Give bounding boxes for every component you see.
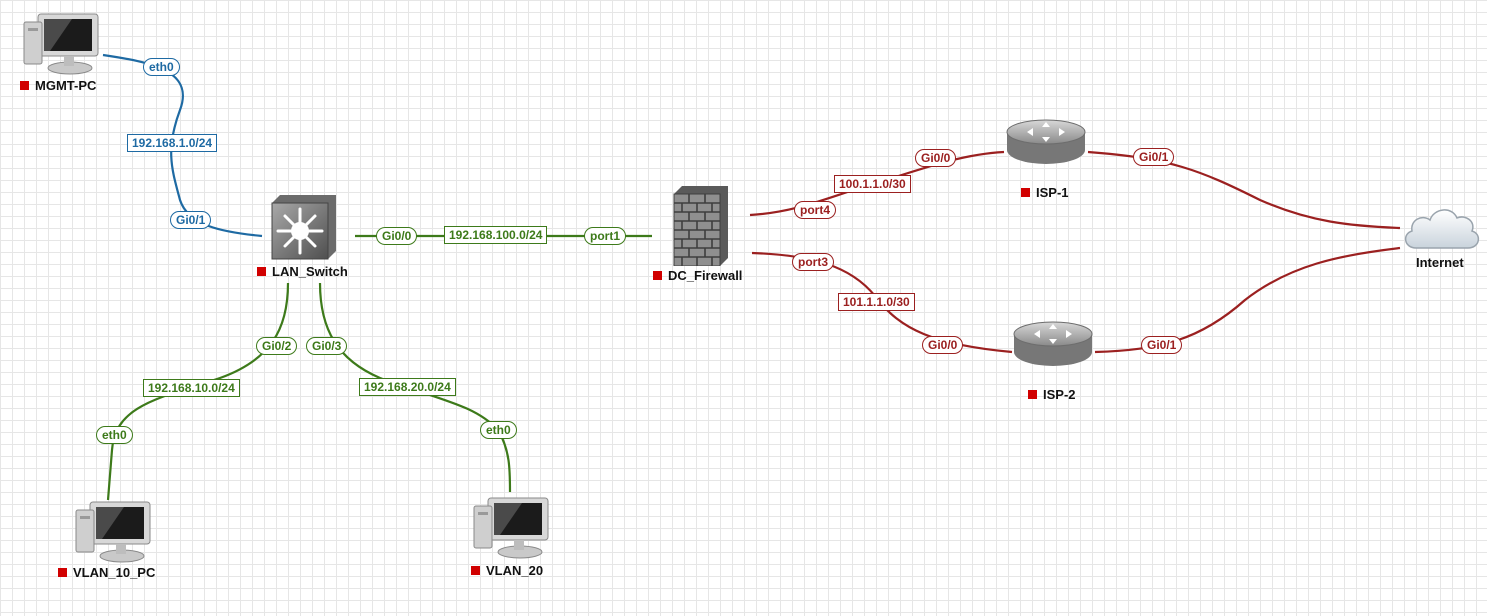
node-name: MGMT-PC [35, 78, 97, 93]
node-name: ISP-1 [1036, 185, 1069, 200]
isp2-router-device[interactable] [1012, 320, 1094, 368]
vlan10-subnet-tag: 192.168.10.0/24 [143, 379, 240, 397]
vlan10-eth0-tag: eth0 [96, 426, 133, 444]
node-name: Internet [1416, 255, 1464, 270]
firewall-brick-icon [673, 186, 728, 267]
isp1-subnet-tag: 100.1.1.0/30 [834, 175, 911, 193]
cloud-icon [1404, 209, 1480, 249]
mgmt-pc-device[interactable] [20, 12, 102, 76]
dc-firewall-device[interactable] [672, 186, 730, 267]
router-icon [1013, 321, 1093, 366]
mgmt-pc-interface-tag: eth0 [143, 58, 180, 76]
vlan20-pc-device[interactable] [470, 496, 552, 560]
status-indicator [20, 81, 29, 90]
status-indicator [1021, 188, 1030, 197]
mgmt-subnet-tag: 192.168.1.0/24 [127, 134, 218, 152]
switch-gi01-tag: Gi0/1 [170, 211, 212, 229]
link-isp2-to-internet[interactable] [1094, 246, 1401, 354]
internet-label: Internet [1416, 255, 1464, 270]
isp1-label: ISP-1 [1021, 185, 1069, 200]
status-indicator [58, 568, 67, 577]
sw-fw-subnet-tag: 192.168.100.0/24 [444, 226, 548, 244]
status-indicator [1028, 390, 1037, 399]
computer-monitor-icon [23, 13, 99, 75]
isp1-router-device[interactable] [1005, 118, 1087, 166]
vlan20-eth0-tag: eth0 [480, 421, 517, 439]
switch-gi00-tag: Gi0/0 [376, 227, 418, 245]
link-switch-to-vlan10[interactable] [106, 282, 290, 501]
vlan10-pc-label: VLAN_10_PC [58, 565, 155, 580]
vlan20-subnet-tag: 192.168.20.0/24 [359, 378, 456, 396]
computer-monitor-icon [75, 501, 151, 563]
multilayer-switch-icon [271, 195, 336, 260]
isp1-gi00-tag: Gi0/0 [915, 149, 957, 167]
lan-switch-device[interactable] [270, 195, 338, 261]
node-name: ISP-2 [1043, 387, 1076, 402]
isp2-gi00-tag: Gi0/0 [922, 336, 964, 354]
isp2-gi01-tag: Gi0/1 [1141, 336, 1183, 354]
dc-firewall-label: DC_Firewall [653, 268, 742, 283]
mgmt-pc-label: MGMT-PC [20, 78, 96, 93]
status-indicator [257, 267, 266, 276]
computer-monitor-icon [473, 497, 549, 559]
status-indicator [471, 566, 480, 575]
firewall-port4-tag: port4 [794, 201, 836, 219]
node-name: DC_Firewall [668, 268, 743, 283]
router-icon [1006, 119, 1086, 164]
internet-cloud-device[interactable] [1402, 204, 1480, 252]
switch-gi03-tag: Gi0/3 [306, 337, 348, 355]
isp2-label: ISP-2 [1028, 387, 1076, 402]
node-name: LAN_Switch [272, 264, 348, 279]
lan-switch-label: LAN_Switch [257, 264, 348, 279]
vlan10-pc-device[interactable] [72, 500, 154, 564]
node-name: VLAN_10_PC [73, 565, 156, 580]
isp1-gi01-tag: Gi0/1 [1133, 148, 1175, 166]
status-indicator [653, 271, 662, 280]
switch-gi02-tag: Gi0/2 [256, 337, 298, 355]
isp2-subnet-tag: 101.1.1.0/30 [838, 293, 915, 311]
firewall-port1-tag: port1 [584, 227, 626, 245]
vlan20-label: VLAN_20 [471, 563, 543, 578]
node-name: VLAN_20 [486, 563, 544, 578]
firewall-port3-tag: port3 [792, 253, 834, 271]
